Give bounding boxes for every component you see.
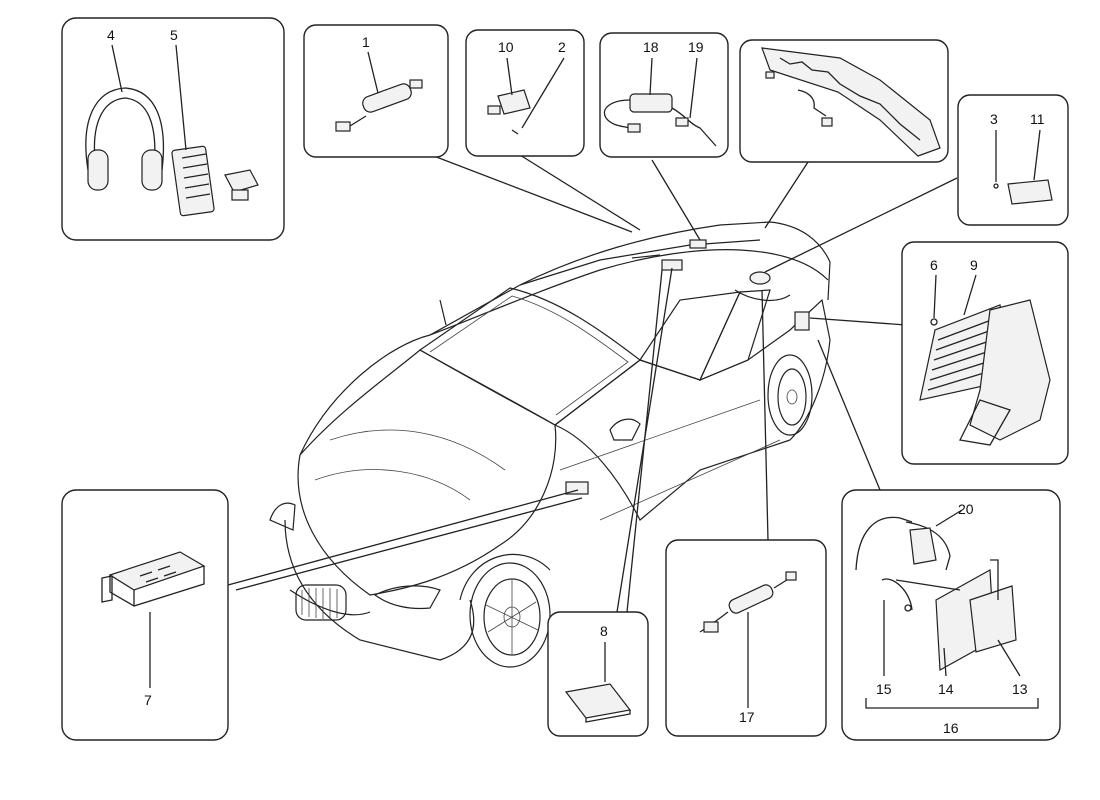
- grille: [295, 584, 347, 621]
- headphones-part: [85, 87, 165, 191]
- panel-module-10-2: 10 2: [465, 29, 585, 157]
- panel-module-8: 8: [547, 611, 649, 737]
- remote-grille-part: [171, 145, 215, 217]
- callout-16: 16: [943, 720, 959, 736]
- panel-amplifier-6-9: 6 9: [901, 241, 1069, 465]
- callout-6: 6: [930, 257, 938, 273]
- callout-11: 11: [1030, 111, 1045, 127]
- panel-control-unit-7: 7: [61, 489, 229, 741]
- callout-10: 10: [498, 39, 514, 55]
- callout-4: 4: [107, 27, 115, 43]
- panel-headphones: 4 5: [61, 17, 285, 241]
- panel-module-3-11: 3 11: [957, 94, 1069, 226]
- callout-17: 17: [739, 709, 755, 725]
- callout-2: 2: [558, 39, 566, 55]
- callout-15: 15: [876, 681, 892, 697]
- leader-lines: [227, 139, 958, 613]
- small-module-part: [993, 179, 1053, 205]
- panel-antenna-amp: 1: [303, 24, 449, 158]
- panel-cable-18-19: 18 19: [599, 32, 729, 158]
- amplifier-unit-part: [919, 299, 1051, 446]
- callout-9: 9: [970, 257, 978, 273]
- panel-navigation-unit: 20 15 14 13 16: [841, 489, 1061, 741]
- car-illustration: [269, 221, 831, 668]
- roof-harness-part: [761, 47, 941, 157]
- callout-14: 14: [938, 681, 954, 697]
- callout-8: 8: [600, 623, 608, 639]
- callout-13: 13: [1012, 681, 1028, 697]
- receiver-part: [224, 169, 259, 201]
- amplifier-part: [335, 79, 423, 132]
- callout-3: 3: [990, 111, 998, 127]
- flat-module-part: [564, 683, 632, 723]
- antenna-module-part: [699, 571, 797, 633]
- callout-7: 7: [144, 692, 152, 708]
- callout-5: 5: [170, 27, 178, 43]
- callout-20: 20: [958, 501, 974, 517]
- panel-antenna-17: 17: [665, 539, 827, 737]
- module-part: [487, 89, 531, 135]
- callout-18: 18: [643, 39, 659, 55]
- callout-19: 19: [688, 39, 704, 55]
- callout-1: 1: [362, 34, 370, 50]
- panel-roof-harness: [739, 39, 949, 163]
- cable-part: [603, 93, 717, 147]
- control-unit-part: [101, 551, 206, 607]
- navigation-unit-part: [855, 516, 1017, 671]
